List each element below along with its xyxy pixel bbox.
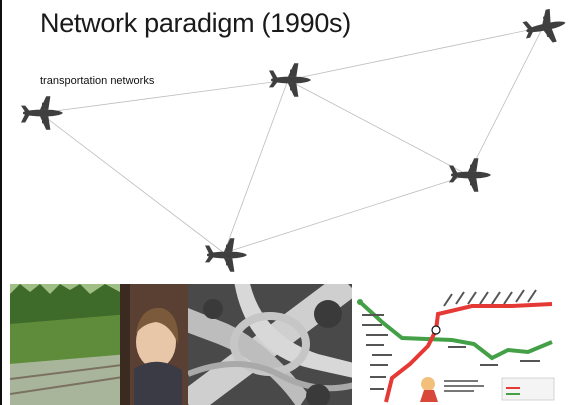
airplane-icon: [21, 96, 63, 130]
edge-3-4: [467, 26, 544, 176]
edge-2-4: [287, 79, 469, 176]
airplane-icon: [269, 63, 311, 97]
highway-interchange-photo: [188, 284, 352, 405]
edge-2-3: [287, 26, 544, 81]
metro-map-image: [352, 284, 564, 405]
edge-2-5: [223, 79, 289, 254]
photo-strip: [10, 284, 564, 405]
airline-network-diagram: [21, 6, 569, 272]
slide-subtitle: transportation networks: [40, 75, 155, 87]
slide-left-border: [0, 0, 2, 405]
edge-4-5: [223, 174, 469, 254]
edge-1-5: [39, 112, 225, 254]
train-window-photo: [10, 284, 188, 405]
airplane-icon: [449, 158, 491, 192]
slide-title: Network paradigm (1990s): [40, 8, 351, 38]
airplane-icon: [520, 6, 569, 48]
edge-1-2: [39, 79, 289, 114]
network-edges: [39, 26, 544, 254]
